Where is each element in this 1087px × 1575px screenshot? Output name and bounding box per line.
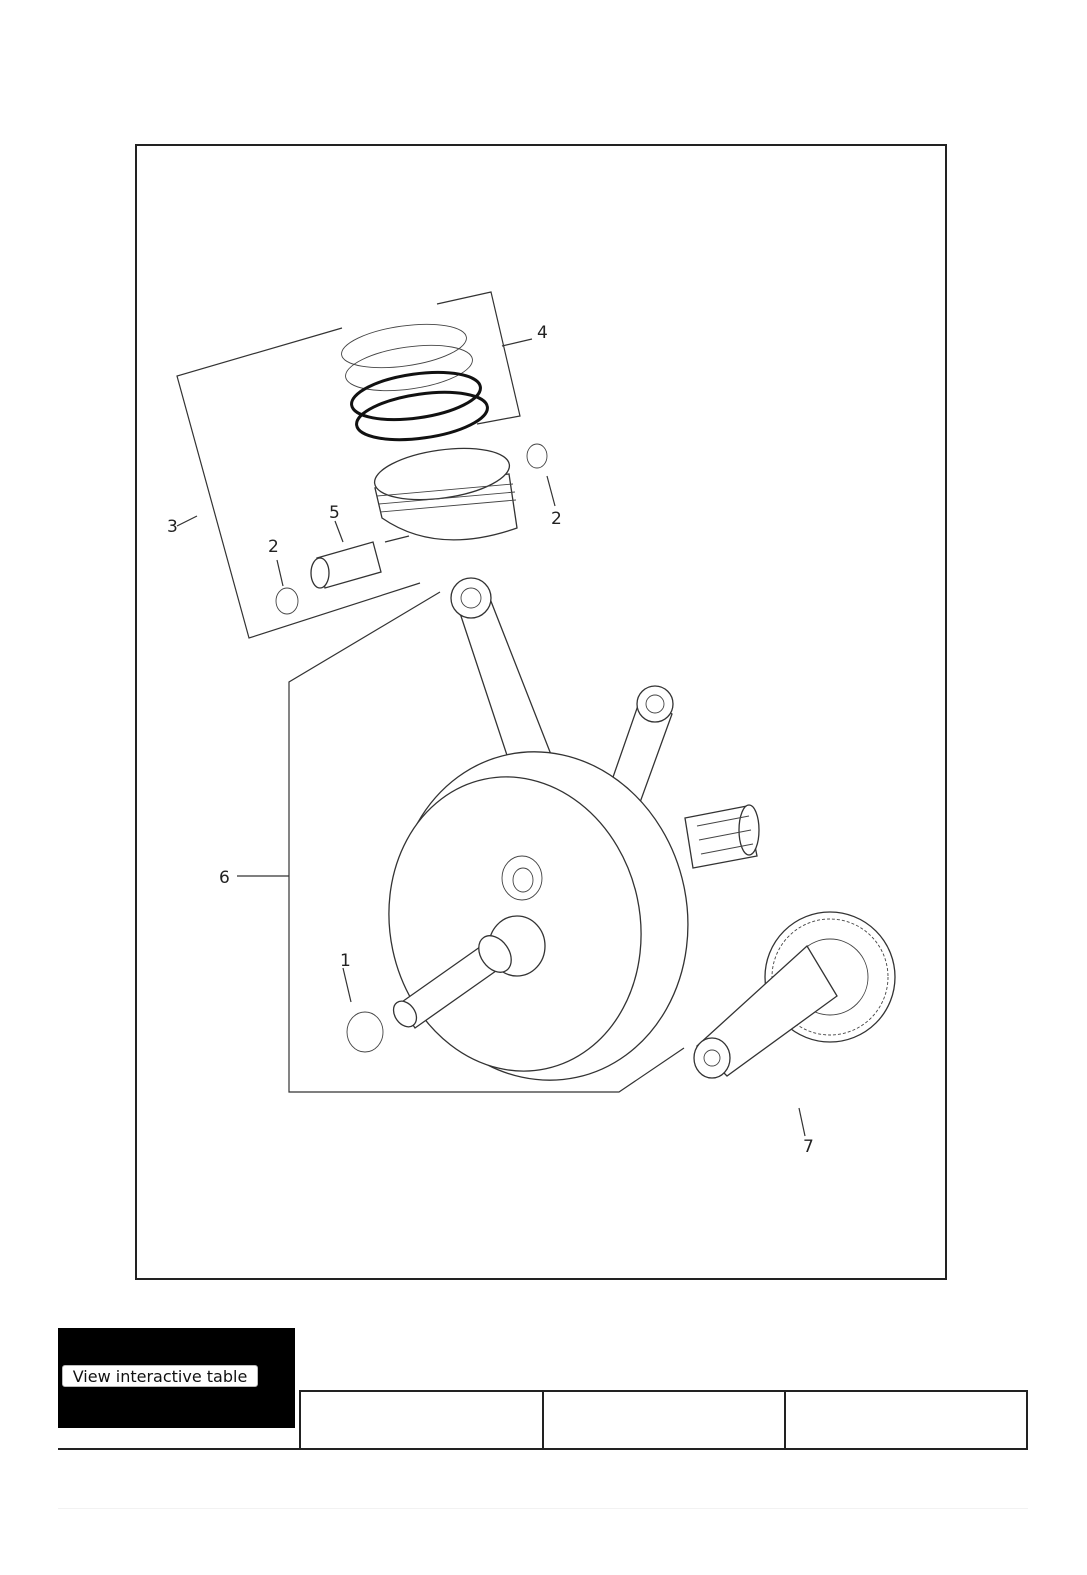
- wrist-pin: [310, 541, 382, 589]
- callout-1: 1: [340, 951, 351, 971]
- circlip-right: [526, 443, 548, 469]
- callout-3: 3: [167, 517, 178, 537]
- crankshaft-end: [392, 935, 512, 1029]
- balancer-shaft: [693, 911, 896, 1079]
- callout-7: 7: [803, 1137, 814, 1157]
- table-cell: [299, 1390, 544, 1450]
- crankshaft-piston-illustration: 1 2 2 3 4 5 6 7: [167, 291, 896, 1157]
- table-cell: [783, 1390, 1029, 1450]
- callout-4: 4: [537, 323, 548, 343]
- parts-table-section: View interactive table: [58, 1328, 1029, 1450]
- piston: [373, 447, 518, 541]
- view-interactive-table-button[interactable]: View interactive table: [62, 1365, 258, 1387]
- circlip-left: [275, 587, 299, 615]
- callout-5: 5: [329, 503, 340, 523]
- table-row: [58, 1390, 1029, 1450]
- parts-table: [58, 1390, 1029, 1450]
- spline-shaft: [684, 804, 760, 869]
- callout-6: 6: [219, 868, 230, 888]
- callout-2-right: 2: [551, 509, 562, 529]
- piston-rings: [341, 323, 489, 442]
- exploded-parts-diagram: 1 2 2 3 4 5 6 7: [135, 144, 947, 1280]
- table-cell: [58, 1391, 302, 1450]
- flywheel: [388, 751, 689, 1081]
- snap-ring: [346, 1011, 384, 1053]
- table-cell: [541, 1390, 786, 1450]
- callout-2-left: 2: [268, 537, 279, 557]
- divider: [58, 1508, 1028, 1509]
